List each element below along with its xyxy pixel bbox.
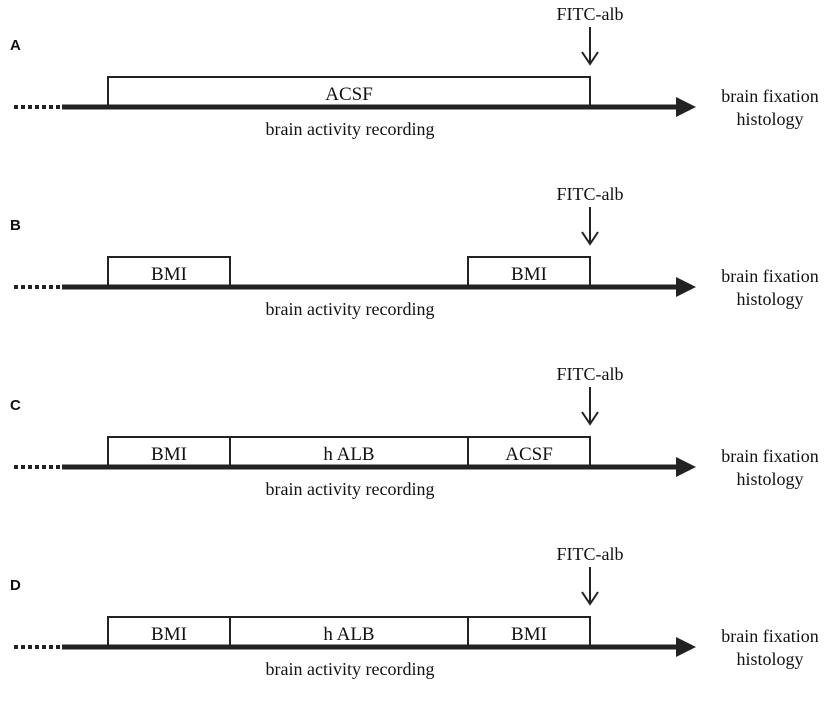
- timeline-arrowhead-icon: [676, 457, 696, 477]
- treatment-label: BMI: [511, 264, 547, 285]
- timeline-arrowhead-icon: [676, 637, 696, 657]
- panel-label: C: [10, 397, 21, 414]
- treatment-label: ACSF: [505, 444, 553, 465]
- endpoint-label-line1: brain fixation: [721, 86, 818, 106]
- timeline-arrowhead-icon: [676, 97, 696, 117]
- recording-label: brain activity recording: [266, 119, 435, 139]
- endpoint-label-line1: brain fixation: [721, 266, 818, 286]
- injection-arrowhead-icon: [581, 591, 599, 606]
- endpoint-label-line2: histology: [736, 649, 803, 669]
- treatment-label: h ALB: [323, 444, 374, 465]
- injection-label: FITC-alb: [557, 4, 624, 24]
- treatment-label: ACSF: [325, 84, 373, 105]
- panel-label: A: [10, 37, 21, 54]
- treatment-box: [467, 256, 591, 288]
- endpoint-label-line2: histology: [736, 109, 803, 129]
- timeline-arrowhead-icon: [676, 277, 696, 297]
- endpoint-label-line1: brain fixation: [721, 626, 818, 646]
- endpoint-label-line2: histology: [736, 469, 803, 489]
- recording-label: brain activity recording: [266, 479, 435, 499]
- injection-label: FITC-alb: [557, 364, 624, 384]
- recording-label: brain activity recording: [266, 659, 435, 679]
- treatment-label: h ALB: [323, 624, 374, 645]
- treatment-label: BMI: [151, 264, 187, 285]
- injection-label: FITC-alb: [557, 544, 624, 564]
- panel-label: B: [10, 217, 21, 234]
- treatment-box: [467, 616, 591, 648]
- injection-label: FITC-alb: [557, 184, 624, 204]
- treatment-label: BMI: [151, 444, 187, 465]
- treatment-box: [107, 256, 231, 288]
- panel-label: D: [10, 577, 21, 594]
- injection-arrowhead-icon: [581, 51, 599, 66]
- treatment-box: [107, 616, 231, 648]
- injection-arrowhead-icon: [581, 411, 599, 426]
- treatment-box: [467, 436, 591, 468]
- injection-arrowhead-icon: [581, 231, 599, 246]
- endpoint-label-line2: histology: [736, 289, 803, 309]
- treatment-label: BMI: [151, 624, 187, 645]
- treatment-label: BMI: [511, 624, 547, 645]
- recording-label: brain activity recording: [266, 299, 435, 319]
- endpoint-label-line1: brain fixation: [721, 446, 818, 466]
- treatment-box: [107, 436, 231, 468]
- treatment-box: [107, 76, 591, 108]
